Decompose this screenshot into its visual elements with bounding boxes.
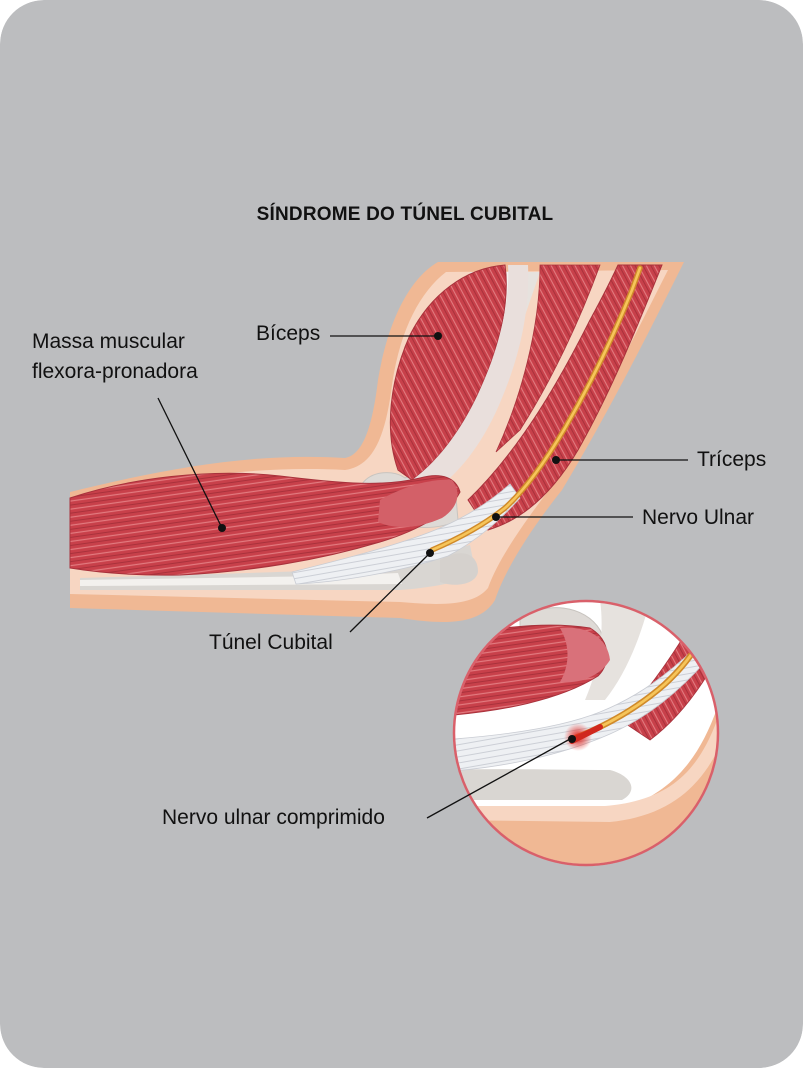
arm-illustration: [69, 262, 684, 623]
inset-border: [452, 599, 720, 867]
biceps-muscle: [389, 264, 507, 481]
diagram-title: SÍNDROME DO TÚNEL CUBITAL: [257, 203, 554, 225]
leader-lines: [157, 335, 688, 819]
label-dots: [218, 332, 576, 743]
tendon-band: [291, 483, 521, 585]
label-biceps: Bíceps: [256, 322, 320, 345]
compression-inset: [452, 599, 720, 867]
label-triceps: Tríceps: [697, 448, 766, 471]
label-flexor-mass-line1: Massa muscular: [32, 330, 185, 353]
label-compressed-nerve: Nervo ulnar comprimido: [162, 806, 385, 829]
label-flexor-mass-line2: flexora-pronadora: [32, 360, 198, 383]
label-cubital-tunnel: Túnel Cubital: [209, 631, 333, 654]
label-ulnar-nerve: Nervo Ulnar: [642, 506, 754, 529]
flexor-pronator-muscle: [69, 472, 461, 576]
